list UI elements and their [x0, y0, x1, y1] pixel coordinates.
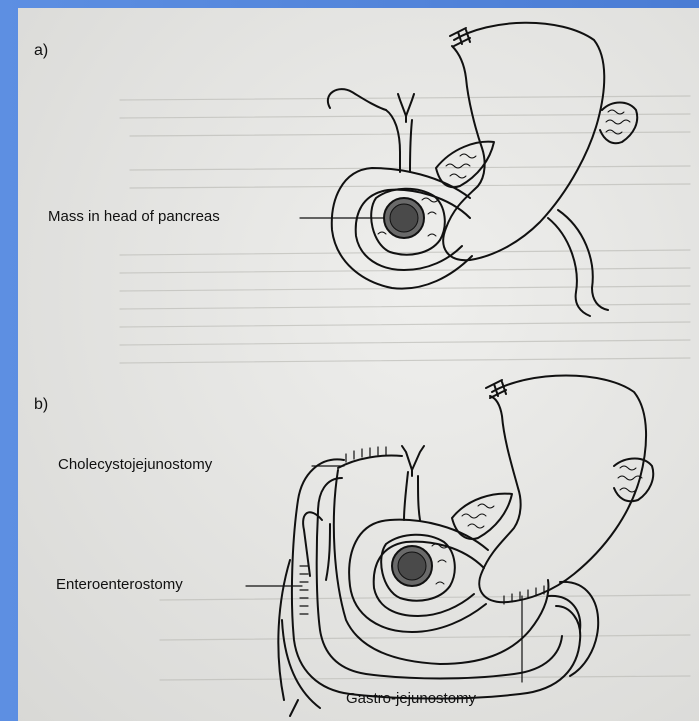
common-bile-duct-b: [402, 446, 424, 520]
pancreas-body-b-texture: [462, 504, 494, 528]
panel-a-letter: a): [34, 42, 48, 60]
jejunal-limb-inner: [317, 478, 562, 679]
label-cholecystojejunostomy: Cholecystojejunostomy: [58, 456, 212, 473]
esophagus-b: [486, 380, 506, 398]
bowel-exit: [282, 620, 320, 716]
spleen-a-texture: [606, 110, 630, 134]
stomach-a: [443, 23, 604, 260]
panel-b-letter: b): [34, 396, 48, 414]
pancreas-body-a-texture: [446, 154, 476, 178]
bowel-middle: [334, 470, 549, 664]
pancreas-head-b-texture: [432, 544, 448, 584]
cholecystojejunostomy-anastomosis: [338, 456, 402, 469]
bleed-through-text: [120, 96, 690, 680]
label-enteroenterostomy: Enteroenterostomy: [56, 576, 183, 593]
common-bile-duct-a: [386, 94, 414, 172]
label-gastro-jejunostomy: Gastro-jejunostomy: [346, 690, 476, 707]
enteroenterostomy-sutures: [300, 566, 308, 614]
cholecysto-sutures: [346, 447, 386, 462]
panel-b-diagram: [246, 376, 653, 717]
gallbladder-a: [328, 89, 386, 110]
jejunum-a: [548, 210, 608, 316]
spleen-a: [600, 103, 637, 144]
spleen-b-texture: [618, 466, 642, 492]
duodenum-b-inner: [374, 542, 484, 616]
esophagus-a: [450, 28, 470, 46]
label-mass-in-head-of-pancreas: Mass in head of pancreas: [48, 208, 220, 225]
panel-a-diagram: [300, 23, 637, 316]
